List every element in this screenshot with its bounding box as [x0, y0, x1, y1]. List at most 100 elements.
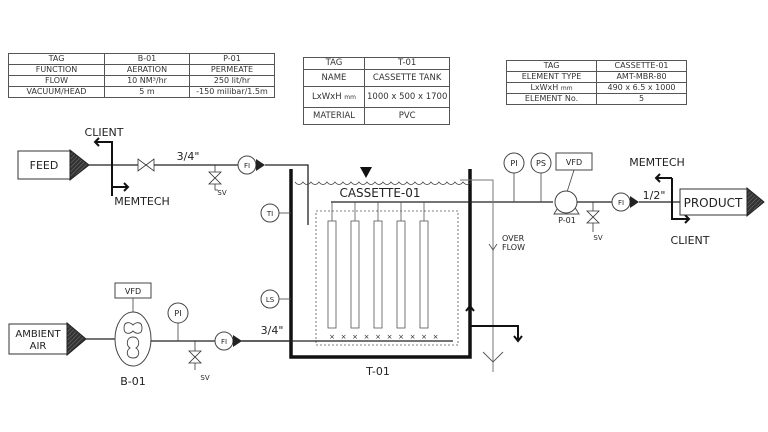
pump-label: P-01 [558, 216, 576, 225]
feed-source: FEED [17, 148, 90, 182]
feed-sv-label: SV [217, 189, 226, 197]
pressure-switch: PS [530, 152, 552, 202]
table-row: VACUUM/HEAD 5 m -150 milibar/1.5m [8, 86, 275, 98]
memtech-arrow-icon [111, 165, 128, 188]
blower-b01[interactable]: B-01 [114, 311, 152, 388]
diffusers: ×××××××××× [329, 333, 438, 341]
table-cell: 5 m [104, 86, 190, 98]
level-switch: LS [260, 289, 291, 309]
overflow-label-2: FLOW [502, 243, 525, 252]
product-memtech-label: MEMTECH [629, 156, 685, 169]
air-pipe-size: 3/4" [261, 324, 284, 337]
feed-client-label: CLIENT [85, 126, 124, 139]
permeate-flow-indicator: FI [611, 192, 639, 212]
diffuser-icon: × [387, 333, 393, 341]
diffuser-icon: × [410, 333, 416, 341]
diffuser-icon: × [375, 333, 381, 341]
pressure-indicator-air: PI [167, 302, 189, 341]
equipment-spec-table: TAG B-01 P-01 FUNCTION AERATION PERMEATE… [8, 53, 275, 98]
membrane-element [350, 220, 360, 329]
pump-vfd[interactable]: VFD [555, 152, 593, 193]
cassette-boundary [315, 210, 459, 346]
membrane-element [396, 220, 406, 329]
svg-text:LS: LS [266, 296, 275, 304]
water-level-wave [294, 181, 472, 185]
air-sample-valve-icon[interactable] [188, 341, 202, 370]
permeate-pump-p01[interactable]: P-01 [553, 190, 580, 225]
feed-pipe-size: 3/4" [177, 150, 200, 163]
feed-inlet-pipe [265, 164, 309, 225]
pump-icon [554, 190, 578, 214]
table-cell: -150 milibar/1.5m [189, 86, 275, 98]
client-arrow-icon [671, 178, 689, 220]
product-pipe-size: 1/2" [643, 189, 666, 202]
product-client-label: CLIENT [671, 234, 710, 247]
diffuser-icon: × [341, 333, 347, 341]
water-level-icon [360, 167, 372, 178]
table-row: ELEMENT No. 5 [506, 93, 687, 105]
client-arrow-icon [95, 141, 113, 196]
diffuser-icon: × [364, 333, 370, 341]
svg-text:VFD: VFD [125, 287, 141, 296]
pressure-indicator-permeate: PI [503, 152, 525, 202]
overflow-line: OVER FLOW [460, 179, 525, 372]
feed-scope-split: CLIENT MEMTECH [85, 126, 170, 208]
dimension-label: LxWxH [530, 83, 559, 92]
table-row: NAME CASSETTE TANK [303, 69, 451, 87]
tank-t01: CASSETTE-01 T-01 [289, 167, 472, 378]
tank-wall [289, 169, 472, 359]
feed-memtech-label: MEMTECH [114, 195, 170, 208]
ambient-air-arrow-icon [66, 321, 87, 357]
feed-valve-icon[interactable] [137, 158, 155, 172]
product-scope-split: MEMTECH CLIENT [629, 156, 710, 247]
diffuser-icon: × [421, 333, 427, 341]
ambient-air-source: AMBIENT AIR [8, 321, 87, 357]
svg-text:PI: PI [174, 309, 181, 318]
air-sv-label: SV [200, 374, 209, 382]
air-flow-indicator: FI [214, 331, 242, 351]
drain-icon [482, 351, 504, 363]
table-row: LxWxH mm 490 x 6.5 x 1000 [506, 82, 687, 94]
feed-box [17, 150, 71, 180]
membrane-element [419, 220, 429, 329]
svg-text:FI: FI [221, 338, 227, 346]
table-row: MATERIAL PVC [303, 107, 451, 125]
ambient-label-2: AIR [30, 341, 47, 352]
membrane-elements [327, 202, 429, 329]
blower-vfd[interactable]: VFD [114, 282, 152, 312]
tank-label: T-01 [365, 365, 390, 378]
scope-boundary-arrow-icon [465, 304, 523, 343]
membrane-element [373, 220, 383, 329]
dimension-unit: mm [560, 85, 573, 92]
cassette-spec-table: TAG CASSETTE-01 ELEMENT TYPE AMT-MBR-80 … [506, 60, 687, 105]
svg-text:VFD: VFD [566, 158, 582, 167]
feed-arrow-icon [69, 148, 90, 182]
permeate-sv-label: SV [593, 234, 602, 242]
diffuser-icon: × [352, 333, 358, 341]
feed-label: FEED [30, 159, 59, 172]
table-cell: PVC [363, 107, 451, 125]
ambient-label-1: AMBIENT [15, 329, 61, 340]
product-label: PRODUCT [684, 196, 743, 210]
tank-spec-table: TAG T-01 NAME CASSETTE TANK LxWxH mm 100… [303, 57, 451, 125]
dimension-label: LxWxH [312, 91, 342, 102]
overflow-label-1: OVER [502, 234, 525, 243]
svg-text:FI: FI [618, 199, 624, 207]
svg-text:TI: TI [266, 210, 273, 218]
svg-text:FI: FI [244, 162, 250, 170]
cassette-label: CASSETTE-01 [339, 186, 420, 200]
feed-flow-indicator: FI [237, 155, 265, 175]
table-row: LxWxH mm 1000 x 500 x 1700 [303, 86, 451, 108]
blower-label: B-01 [120, 375, 146, 388]
product-box [679, 188, 748, 216]
feed-sample-valve-icon[interactable] [208, 165, 222, 191]
table-row: TAG B-01 P-01 [8, 53, 275, 65]
diffuser-icon: × [398, 333, 404, 341]
svg-text:PI: PI [510, 159, 517, 168]
permeate-sample-valve-icon[interactable] [586, 202, 600, 232]
membrane-element [327, 220, 337, 329]
temperature-indicator: TI [260, 203, 291, 223]
diffuser-icon: × [433, 333, 439, 341]
table-row: FLOW 10 NM³/hr 250 lit/hr [8, 75, 275, 87]
